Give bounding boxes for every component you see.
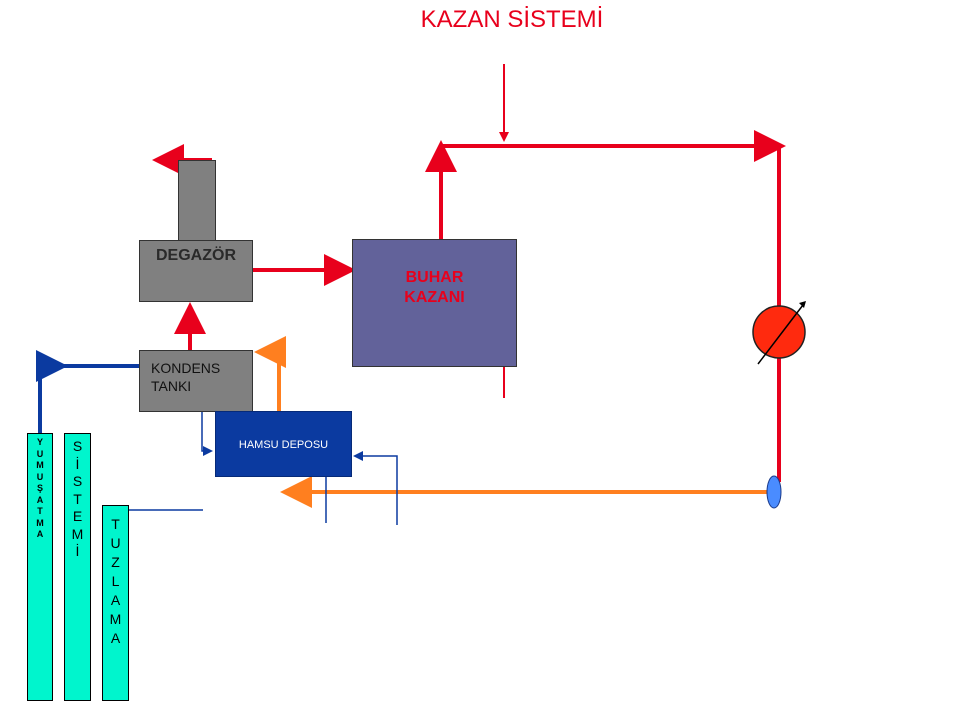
hamsu-signal-line [353, 451, 398, 525]
degazor-tank: DEGAZÖR [139, 240, 253, 302]
hamsu-label: HAMSU DEPOSU [238, 439, 329, 451]
hamsu-to-kondens-line [254, 336, 286, 411]
degazor-label: DEGAZÖR [156, 247, 236, 264]
degazor-tower [178, 160, 216, 242]
hamsu-tank: HAMSU DEPOSU [215, 411, 352, 477]
signal-lines [115, 395, 398, 525]
condensate-lines [254, 336, 772, 508]
steam-boiler: BUHAR KAZANI [352, 239, 517, 367]
softening-label: Y U M U Ş A T M A [36, 437, 44, 539]
steam-trap [766, 475, 782, 509]
salting-column: T U Z L A M A [102, 505, 129, 701]
kondens-tank: KONDENS TANKI [139, 350, 253, 412]
kondens-signal-line [201, 395, 213, 456]
flow-meter [752, 301, 806, 365]
kondens-label: KONDENS TANKI [151, 360, 221, 394]
softening-column: Y U M U Ş A T M A [27, 433, 53, 701]
boiler-label: BUHAR KAZANI [404, 269, 465, 306]
diagram-title: KAZAN SİSTEMİ [420, 6, 604, 33]
system-column: S İ S T E M İ [64, 433, 91, 701]
soft-water-lines [36, 350, 139, 433]
soft-water-line [38, 364, 56, 433]
salting-label: T U Z L A M A [109, 516, 122, 646]
system-label: S İ S T E M İ [71, 438, 84, 559]
